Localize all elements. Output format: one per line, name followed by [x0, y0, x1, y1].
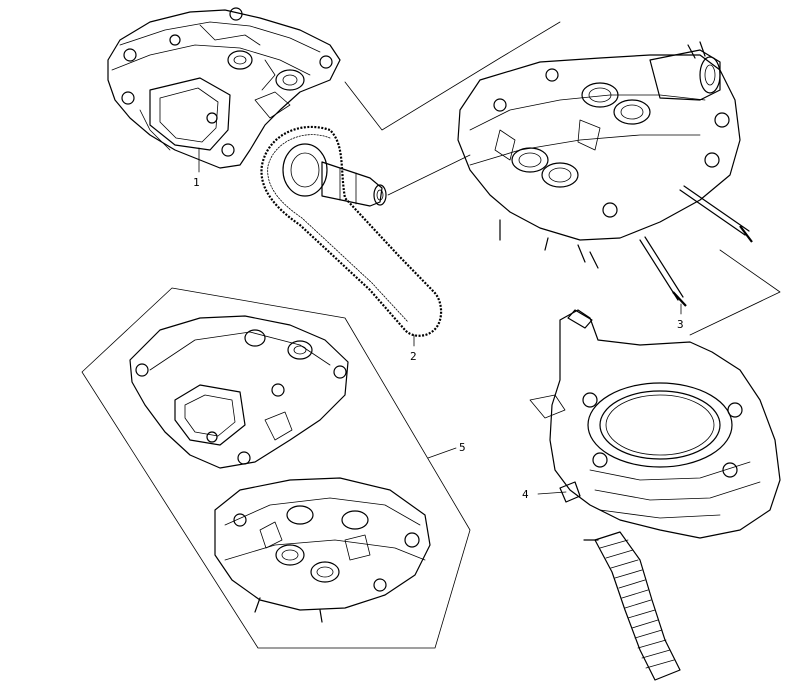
leader-line-4 — [537, 491, 567, 495]
assembly-line-3-4 — [689, 249, 781, 336]
part-3-cylinder-head — [457, 41, 753, 307]
callout-number-5: 5 — [459, 441, 466, 454]
part-4-cylinder-block — [529, 309, 781, 681]
part-5-kit-outline — [81, 287, 471, 649]
part-1-head-cover — [107, 7, 341, 169]
part-5-head-assembly — [129, 315, 431, 623]
assembly-line-2-3 — [387, 154, 471, 196]
callout-number-3: 3 — [677, 318, 684, 331]
part-2-timing-chain — [260, 125, 443, 337]
callout-number-1: 1 — [193, 176, 200, 189]
callout-number-4: 4 — [522, 488, 529, 501]
leader-line-5 — [427, 447, 457, 459]
assembly-line-1-3 — [344, 21, 561, 131]
callout-number-2: 2 — [410, 350, 417, 363]
